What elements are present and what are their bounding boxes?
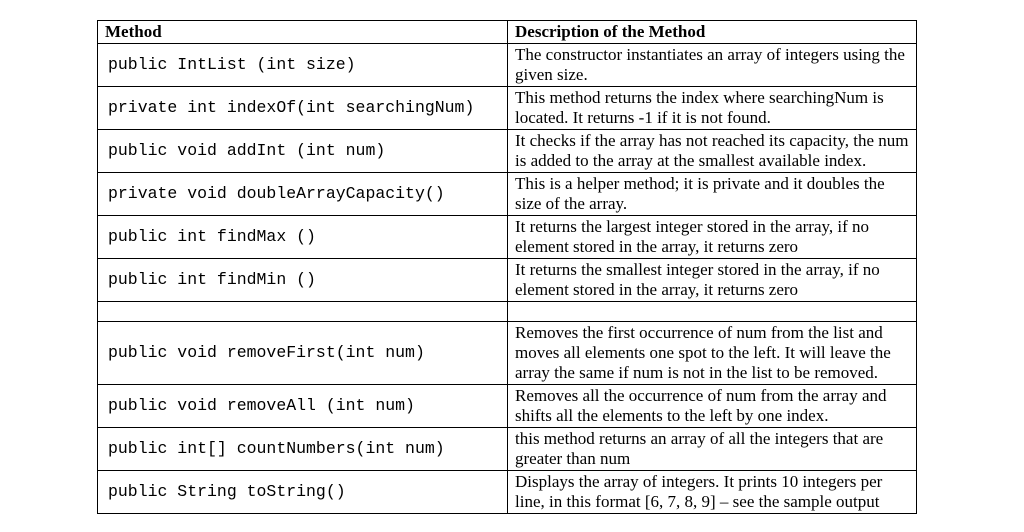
table-row: public int findMin () It returns the sma… [97,258,917,302]
table-row: public IntList (int size) The constructo… [97,43,917,87]
method-cell: private int indexOf(int searchingNum) [97,86,508,130]
table-row [97,301,917,322]
description-cell: It returns the smallest integer stored i… [507,258,917,302]
method-cell: public int findMin () [97,258,508,302]
description-cell: The constructor instantiates an array of… [507,43,917,87]
method-cell: private void doubleArrayCapacity() [97,172,508,216]
description-cell: This is a helper method; it is private a… [507,172,917,216]
description-cell: Removes all the occurrence of num from t… [507,384,917,428]
methods-table: Method Description of the Method public … [97,20,917,514]
table-row: public int findMax () It returns the lar… [97,215,917,259]
method-cell: public int findMax () [97,215,508,259]
table-row: public String toString() Displays the ar… [97,470,917,514]
description-cell: It returns the largest integer stored in… [507,215,917,259]
description-cell: Removes the first occurrence of num from… [507,321,917,385]
description-cell: It checks if the array has not reached i… [507,129,917,173]
description-cell [507,301,917,322]
table-row: private void doubleArrayCapacity() This … [97,172,917,216]
method-cell: public void removeFirst(int num) [97,321,508,385]
table-row: public void removeFirst(int num) Removes… [97,321,917,385]
table-row: private int indexOf(int searchingNum) Th… [97,86,917,130]
header-row: Method Description of the Method [97,20,917,44]
method-cell: public String toString() [97,470,508,514]
column-header-description: Description of the Method [507,20,917,44]
method-cell: public void addInt (int num) [97,129,508,173]
method-cell: public int[] countNumbers(int num) [97,427,508,471]
table-row: public void removeAll (int num) Removes … [97,384,917,428]
method-cell: public void removeAll (int num) [97,384,508,428]
table-body: public IntList (int size) The constructo… [97,43,917,514]
table-row: public void addInt (int num) It checks i… [97,129,917,173]
table-row: public int[] countNumbers(int num) this … [97,427,917,471]
column-header-method: Method [97,20,508,44]
method-cell [97,301,508,322]
description-cell: this method returns an array of all the … [507,427,917,471]
method-cell: public IntList (int size) [97,43,508,87]
description-cell: This method returns the index where sear… [507,86,917,130]
description-cell: Displays the array of integers. It print… [507,470,917,514]
